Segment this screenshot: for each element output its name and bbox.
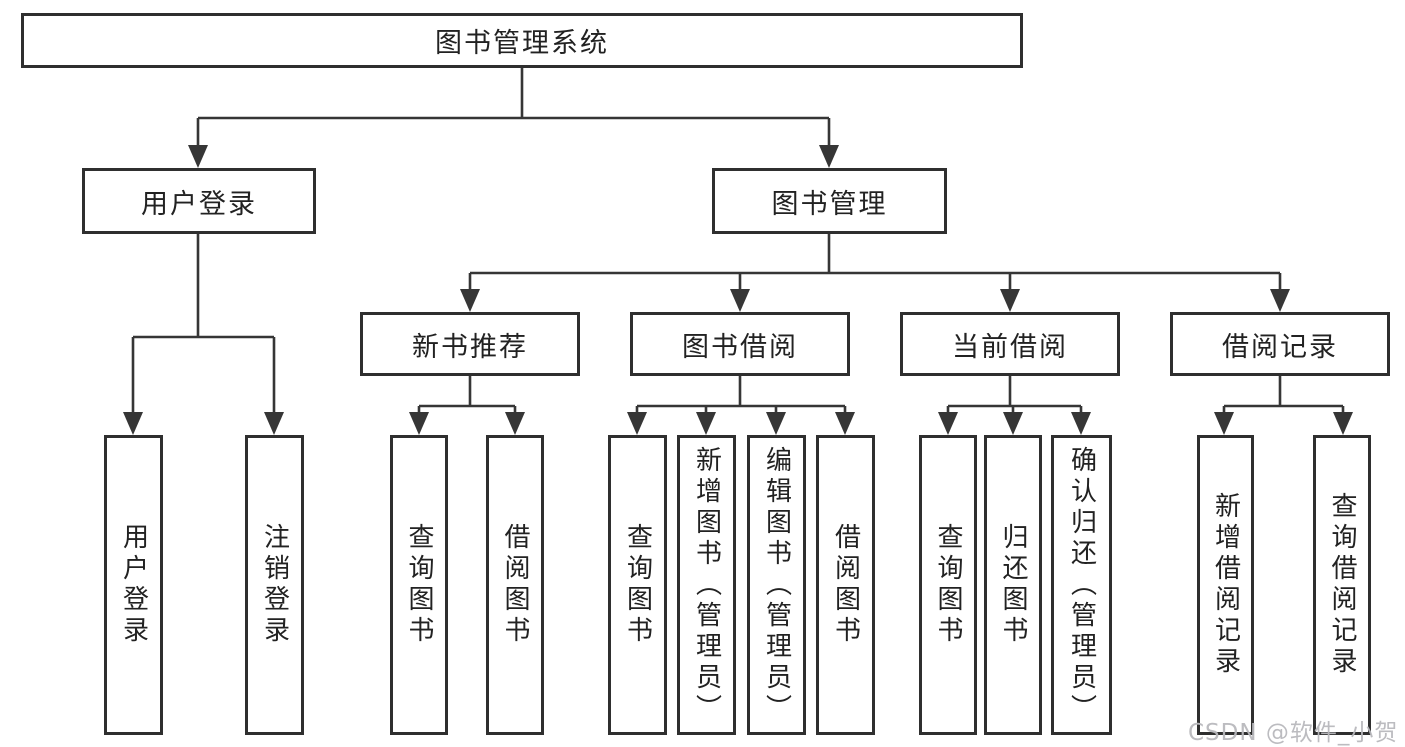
arrowhead [505, 412, 525, 435]
arrowhead [264, 412, 284, 435]
node-book-management: 图书管理 [712, 168, 947, 234]
arrowhead [696, 412, 716, 435]
arrowhead [835, 412, 855, 435]
leaf-query-borrow-record: 查询借阅记录 [1313, 435, 1371, 735]
arrowhead [627, 412, 647, 435]
arrowhead [1003, 412, 1023, 435]
leaf-return-books: 归还图书 [984, 435, 1042, 735]
leaf-query-books-1: 查询图书 [390, 435, 448, 735]
leaf-logout: 注销登录 [245, 435, 304, 735]
arrowhead [1000, 289, 1020, 312]
leaf-user-login: 用户登录 [104, 435, 163, 735]
node-borrow-records: 借阅记录 [1170, 312, 1390, 376]
arrowhead [188, 145, 208, 168]
arrowhead [1214, 412, 1234, 435]
leaf-confirm-return-admin: 确认归还（管理员） [1051, 435, 1112, 735]
leaf-query-books-3: 查询图书 [919, 435, 977, 735]
node-user-login: 用户登录 [82, 168, 316, 234]
node-current-borrow: 当前借阅 [900, 312, 1120, 376]
arrowhead [1333, 412, 1353, 435]
arrowhead [819, 145, 839, 168]
leaf-query-books-2: 查询图书 [608, 435, 667, 735]
leaf-add-borrow-record: 新增借阅记录 [1197, 435, 1254, 735]
node-root: 图书管理系统 [21, 13, 1023, 68]
arrowhead [409, 412, 429, 435]
arrowhead [123, 412, 143, 435]
arrowhead [1270, 289, 1290, 312]
leaf-edit-book-admin: 编辑图书（管理员） [747, 435, 806, 735]
arrowhead [1071, 412, 1091, 435]
arrowhead [938, 412, 958, 435]
leaf-add-book-admin: 新增图书（管理员） [677, 435, 736, 735]
leaf-borrow-books-2: 借阅图书 [816, 435, 875, 735]
arrowhead [460, 289, 480, 312]
arrowhead [730, 289, 750, 312]
watermark: CSDN @软件_小贺同学 [1188, 720, 1399, 746]
node-book-borrow: 图书借阅 [630, 312, 850, 376]
leaf-borrow-books-1: 借阅图书 [486, 435, 544, 735]
node-new-book-recommend: 新书推荐 [360, 312, 580, 376]
arrowhead [766, 412, 786, 435]
